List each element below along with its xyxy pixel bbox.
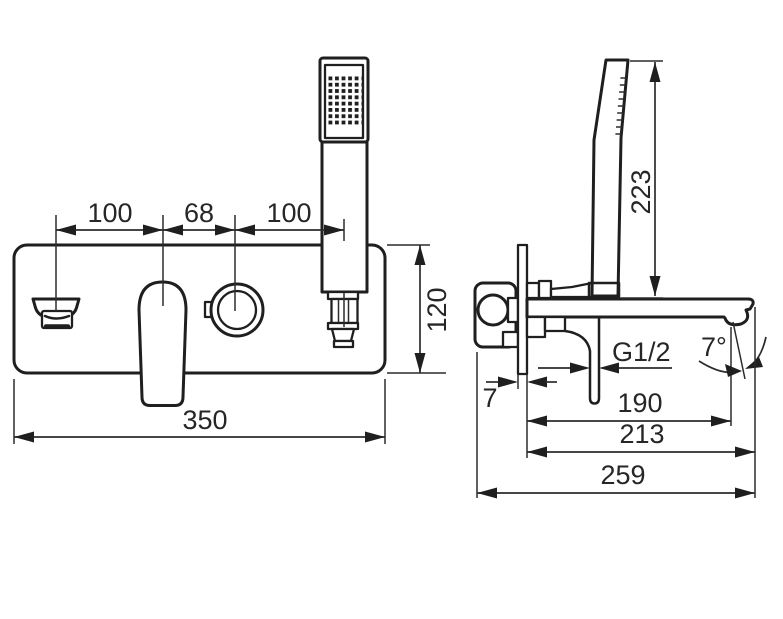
dim-label-7: 7 xyxy=(482,383,497,413)
dim-label-100-left: 100 xyxy=(87,198,132,228)
dim-g12: G1/2 xyxy=(538,337,672,374)
dim-259: 259 xyxy=(476,352,755,499)
spray-nozzle-grid xyxy=(328,76,362,126)
diverter-knob-front xyxy=(203,282,265,338)
angle-7deg: 7° xyxy=(698,321,767,426)
dim-350: 350 xyxy=(13,379,386,444)
dim-label-68: 68 xyxy=(184,198,214,228)
dim-213: 213 xyxy=(527,307,756,498)
dim-label-120: 120 xyxy=(422,287,452,332)
hand-shower-front xyxy=(318,56,370,349)
spray-ticks-side xyxy=(615,77,627,135)
inwall-body-side xyxy=(473,281,520,349)
dim-label-190: 190 xyxy=(617,388,662,418)
lever-handle-front xyxy=(137,280,188,407)
dim-chain-top: 100 68 100 xyxy=(55,198,345,327)
spout-side xyxy=(525,297,755,327)
dim-label-350: 350 xyxy=(182,405,227,435)
hose-connector-front xyxy=(326,290,360,349)
dim-190: 190 xyxy=(527,388,731,427)
body-steps-bottom xyxy=(525,315,567,339)
dim-label-7deg: 7° xyxy=(701,332,727,362)
front-view: 100 68 100 350 120 xyxy=(12,56,452,444)
hose-outlet-side xyxy=(563,316,601,405)
dim-label-259: 259 xyxy=(600,460,645,490)
side-view: 223 G1/2 7 7° xyxy=(473,58,767,499)
hand-shower-side xyxy=(587,58,630,302)
dim-223: 223 xyxy=(621,60,663,299)
dim-label-213: 213 xyxy=(619,419,664,449)
dim-label-223: 223 xyxy=(626,169,656,214)
dim-label-100-right: 100 xyxy=(266,198,311,228)
mixer-panel-front xyxy=(12,243,387,375)
hand-shower-handle xyxy=(320,140,369,294)
body-steps-top xyxy=(525,279,599,300)
dim-label-g12: G1/2 xyxy=(612,337,671,367)
dim-120: 120 xyxy=(387,244,452,374)
dim-7: 7 xyxy=(482,375,557,458)
